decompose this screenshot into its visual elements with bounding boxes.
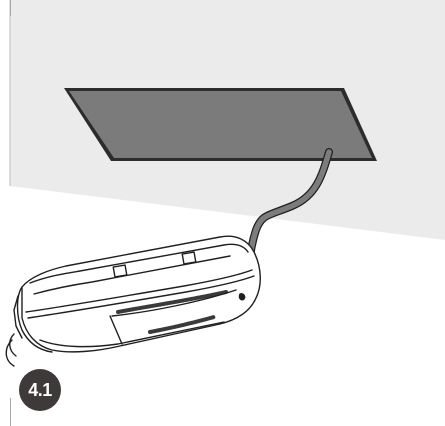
frame-rule-bottom <box>10 398 11 426</box>
frame-rule-top <box>10 0 11 16</box>
indoor-unit-icon <box>5 235 261 367</box>
ceiling-panel-icon <box>64 88 377 161</box>
step-number-badge: 4.1 <box>19 369 61 411</box>
